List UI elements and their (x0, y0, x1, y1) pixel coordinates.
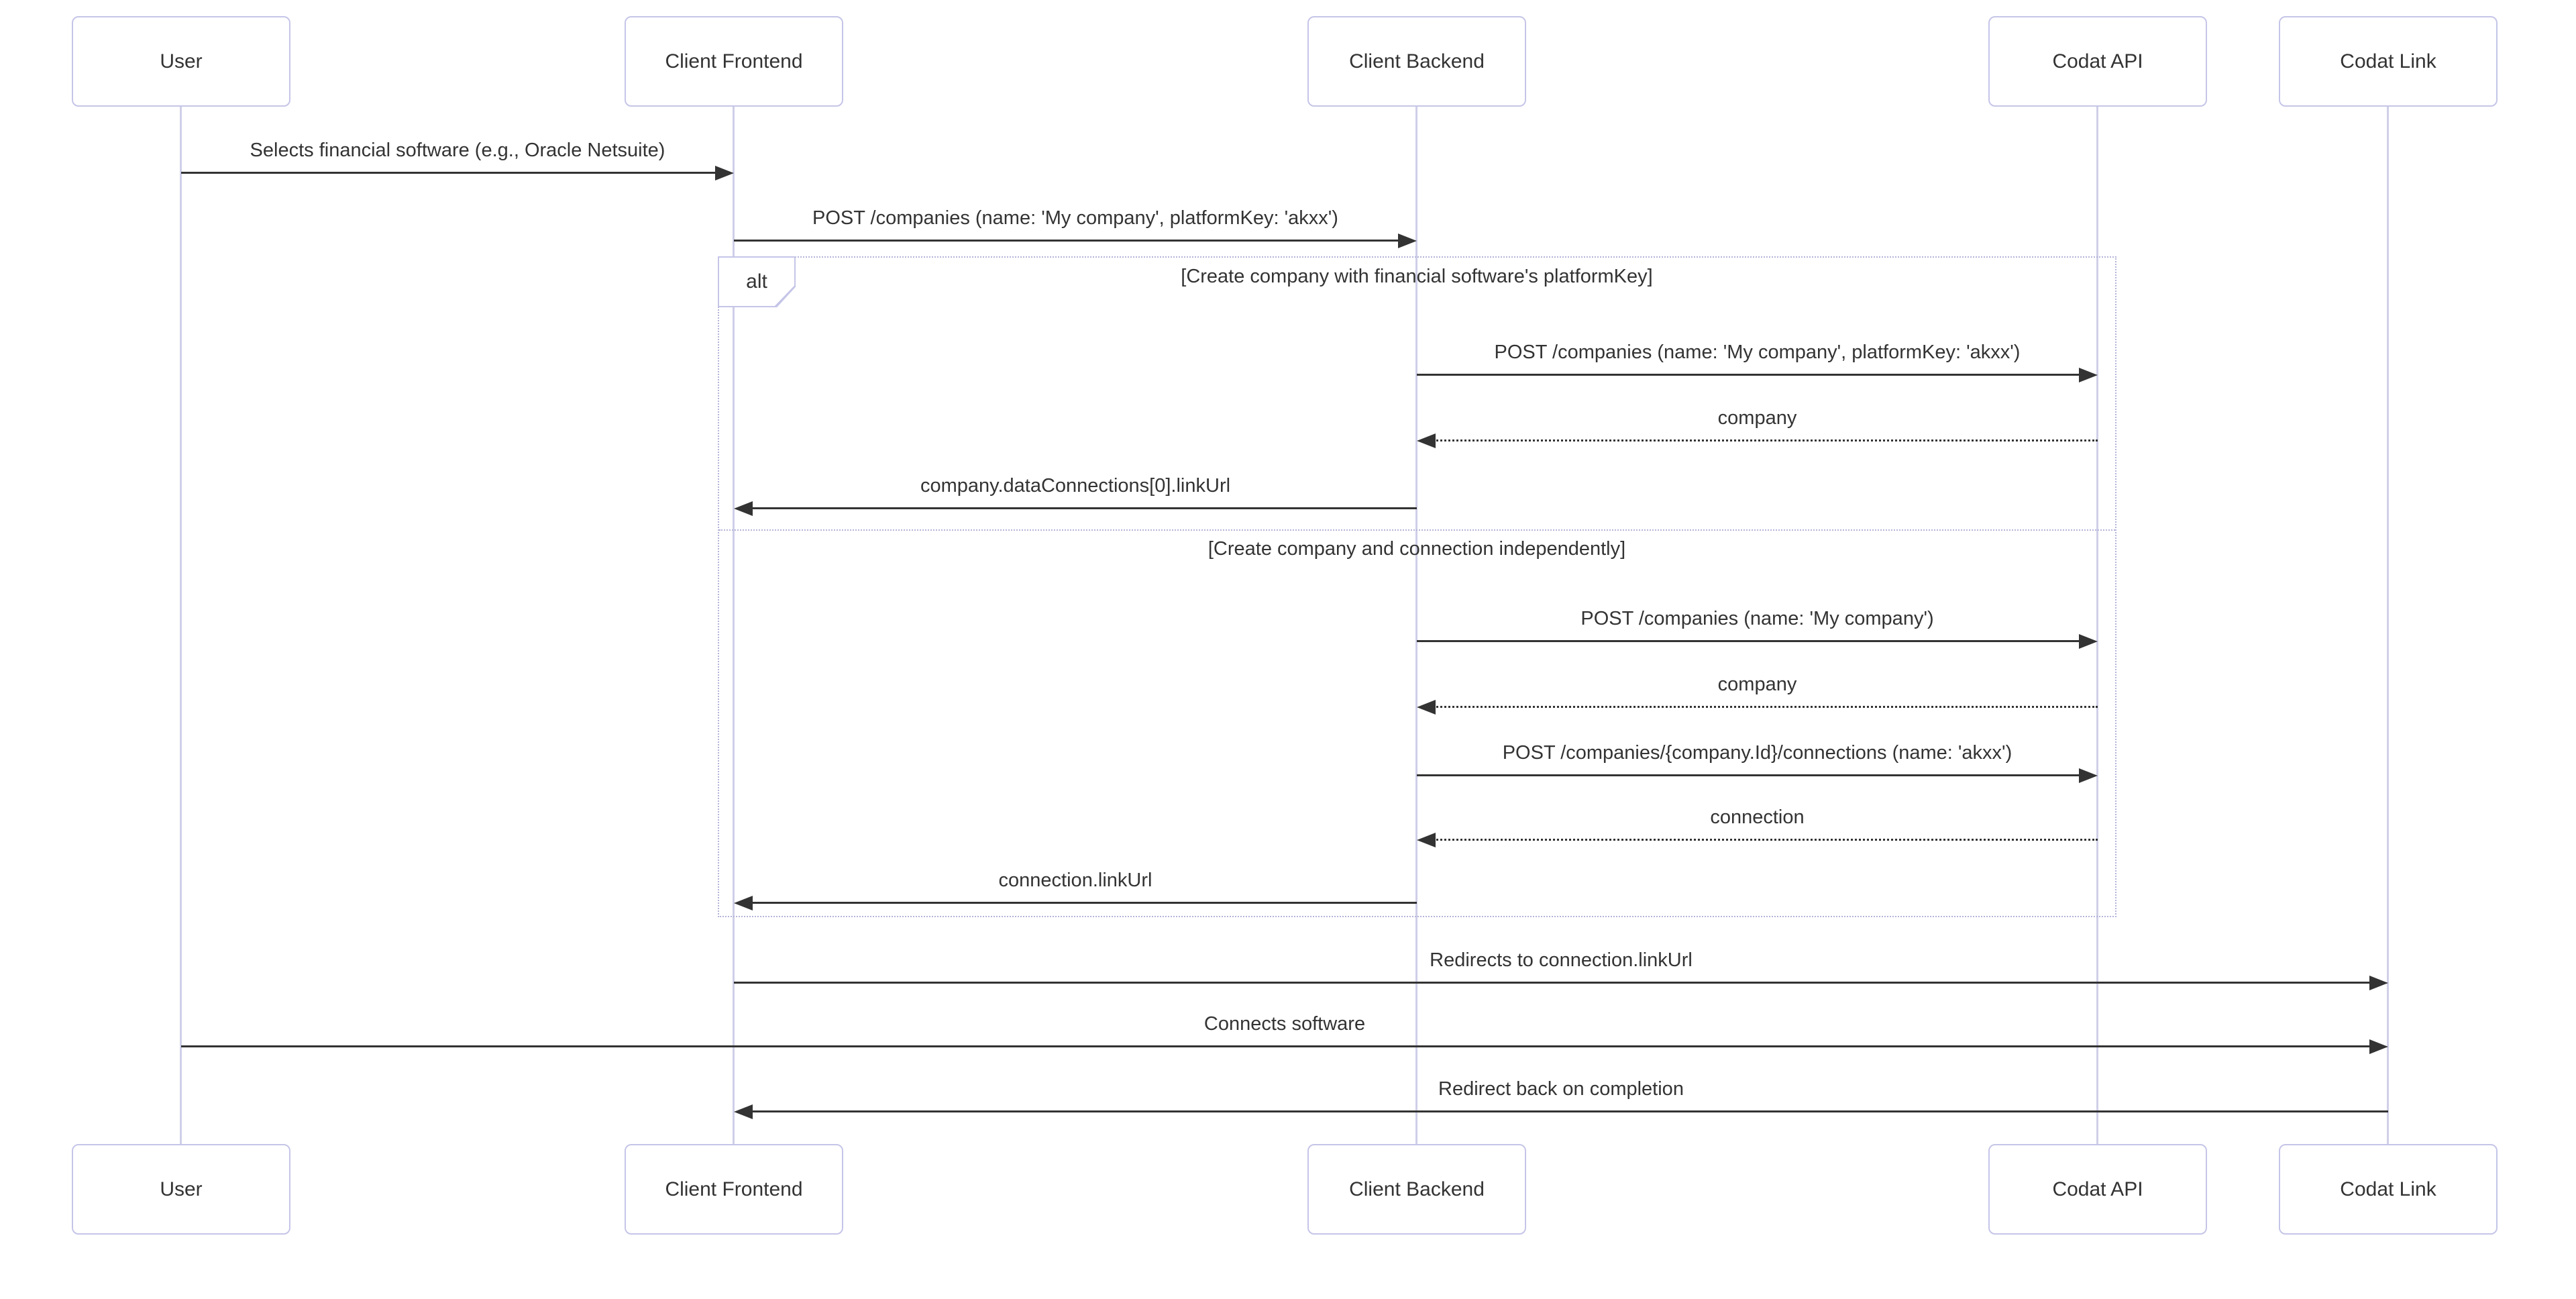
message-label: POST /companies (name: 'My company', pla… (812, 207, 1338, 229)
arrow-head-icon (1398, 233, 1417, 248)
participant-box-api-top: Codat API (1988, 16, 2207, 107)
participant-label: Client Backend (1349, 50, 1485, 72)
participant-box-api-bottom: Codat API (1988, 1144, 2207, 1235)
participant-label: Codat Link (2340, 1178, 2436, 1200)
participant-box-link-bottom: Codat Link (2279, 1144, 2498, 1235)
alt-section-2-label: [Create company and connection independe… (1208, 538, 1626, 560)
message-label: company (1717, 407, 1797, 429)
message-label: company.dataConnections[0].linkUrl (920, 475, 1231, 497)
message-line (734, 240, 1401, 242)
arrow-head-icon (1417, 700, 1436, 715)
participant-label: Codat API (2052, 50, 2143, 72)
alt-frame (718, 256, 2116, 917)
participant-box-user-bottom: User (72, 1144, 290, 1235)
participant-label: User (160, 50, 203, 72)
message-line (1417, 774, 2082, 776)
participant-label: Client Backend (1349, 1178, 1485, 1200)
message-label: connection (1710, 807, 1805, 828)
message-label: Connects software (1203, 1013, 1366, 1035)
message-line (750, 902, 1417, 904)
message-line (181, 172, 718, 174)
arrow-head-icon (734, 501, 753, 516)
participant-box-frontend-bottom: Client Frontend (625, 1144, 843, 1235)
message-line (750, 507, 1417, 509)
participant-box-link-top: Codat Link (2279, 16, 2498, 107)
participant-box-user-top: User (72, 16, 290, 107)
arrow-head-icon (1417, 833, 1436, 847)
message-line (1417, 374, 2082, 376)
arrow-head-icon (2369, 1039, 2388, 1054)
lifeline-frontend (733, 107, 735, 1144)
arrow-head-icon (2079, 768, 2098, 783)
alt-section-1-label: [Create company with financial software'… (1181, 266, 1653, 287)
lifeline-api (2096, 107, 2098, 1144)
arrow-head-icon (2079, 368, 2098, 382)
message-line (1433, 439, 2098, 441)
message-line (1433, 706, 2098, 708)
message-line (750, 1110, 2388, 1112)
message-label: POST /companies (name: 'My company', pla… (1494, 342, 2021, 363)
arrow-head-icon (715, 166, 734, 180)
lifeline-user (180, 107, 182, 1144)
arrow-head-icon (2369, 976, 2388, 990)
message-label: connection.linkUrl (998, 870, 1152, 891)
message-line (1417, 640, 2082, 642)
arrow-head-icon (734, 1104, 753, 1119)
arrow-head-icon (2079, 634, 2098, 649)
lifeline-link (2387, 107, 2389, 1144)
participant-label: Client Frontend (665, 1178, 803, 1200)
message-label: POST /companies/{company.Id}/connections… (1502, 742, 2012, 764)
message-label: POST /companies (name: 'My company') (1580, 608, 1934, 629)
alt-label: alt (718, 256, 796, 307)
participant-box-backend-bottom: Client Backend (1307, 1144, 1526, 1235)
arrow-head-icon (1417, 433, 1436, 448)
participant-label: User (160, 1178, 203, 1200)
message-line (734, 982, 2372, 984)
message-label: company (1717, 674, 1797, 695)
message-line (1433, 839, 2098, 841)
arrow-head-icon (734, 896, 753, 911)
participant-box-backend-top: Client Backend (1307, 16, 1526, 107)
message-label: Redirects to connection.linkUrl (1430, 949, 1693, 971)
participant-label: Codat API (2052, 1178, 2143, 1200)
lifeline-backend (1415, 107, 1417, 1144)
alt-section-divider (719, 529, 2115, 531)
message-label: Selects financial software (e.g., Oracle… (250, 140, 665, 161)
message-label: Redirect back on completion (1438, 1078, 1684, 1100)
alt-label-text: alt (719, 258, 794, 306)
participant-label: Client Frontend (665, 50, 803, 72)
message-line (181, 1045, 2372, 1047)
participant-label: Codat Link (2340, 50, 2436, 72)
participant-box-frontend-top: Client Frontend (625, 16, 843, 107)
